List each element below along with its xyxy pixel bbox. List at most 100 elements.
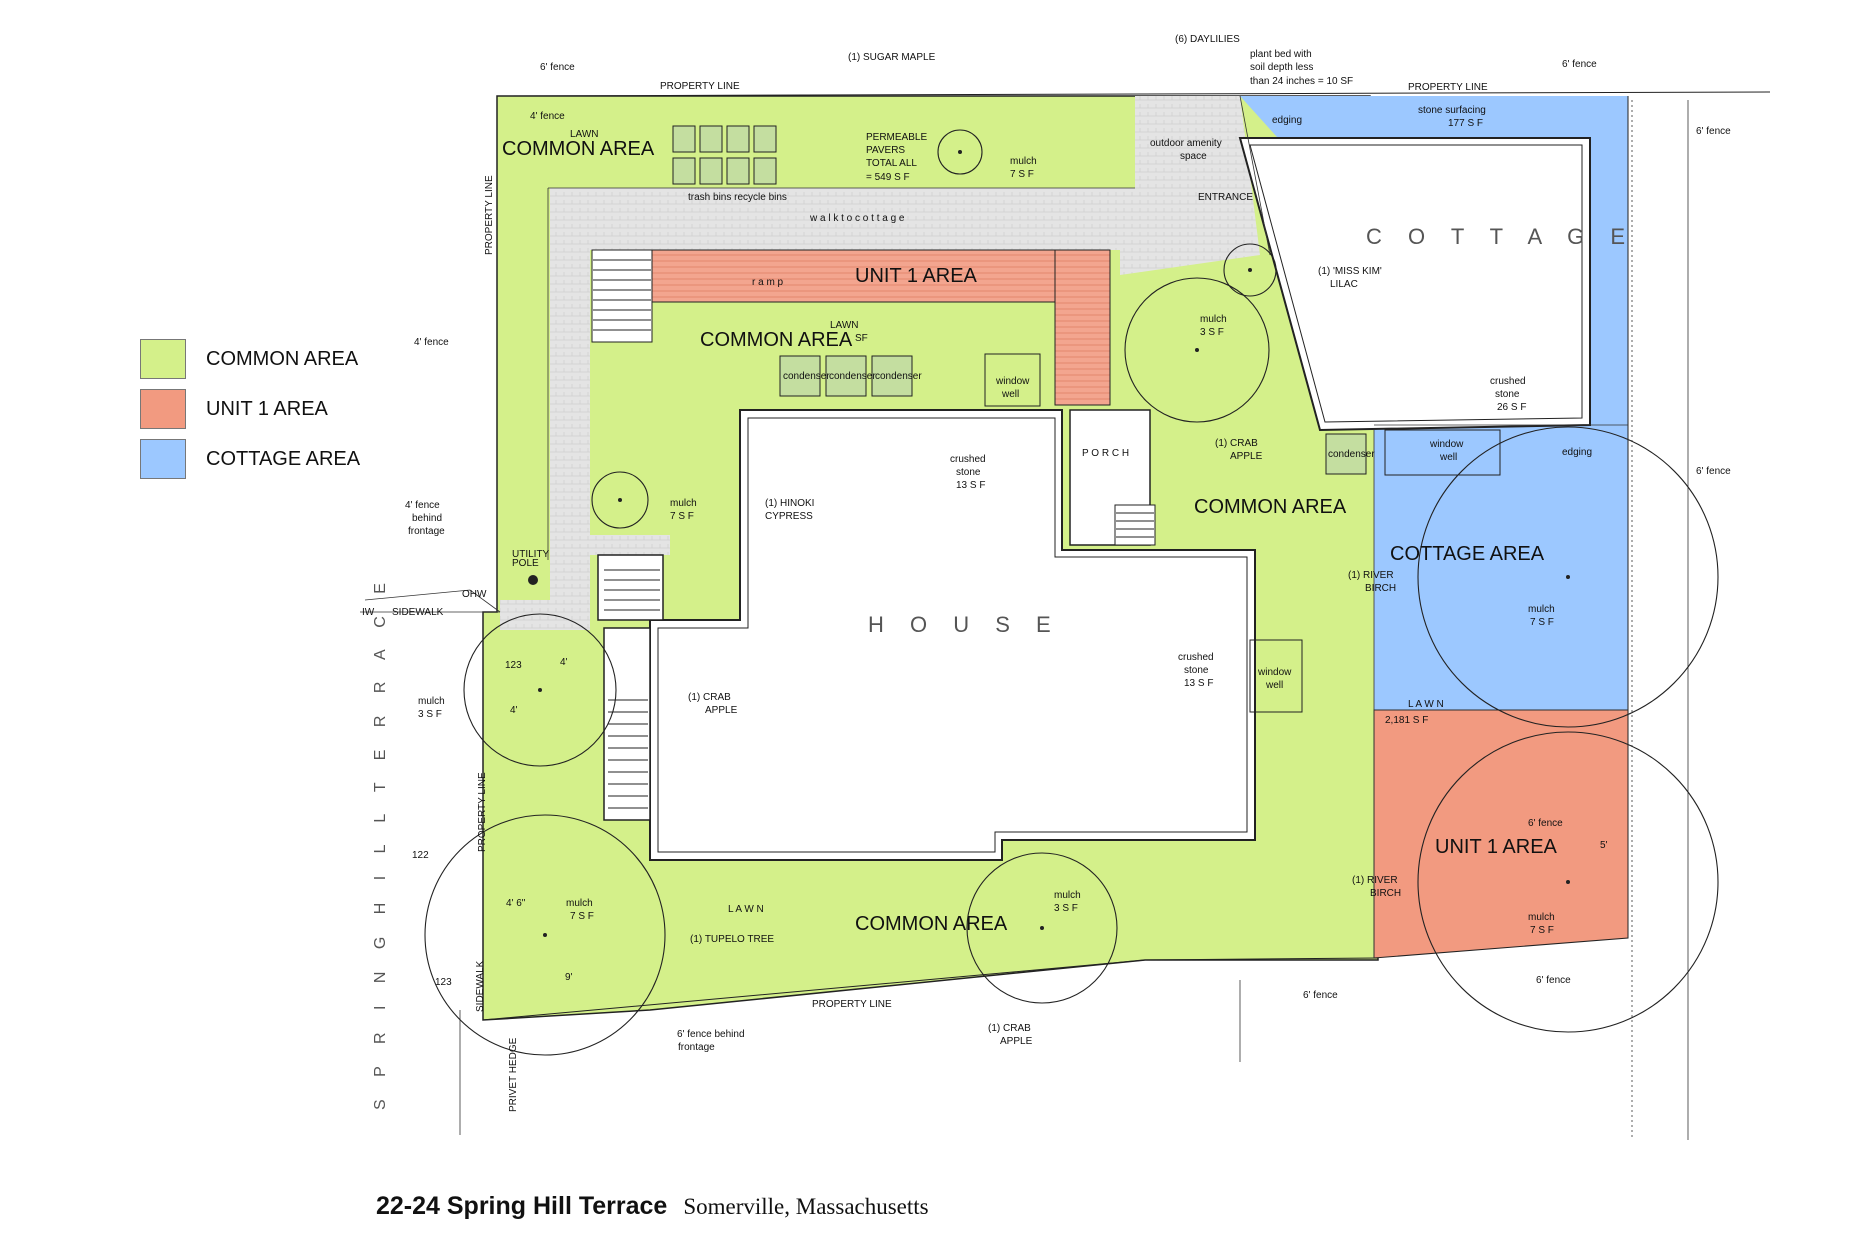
note-hinoki-1: (1) HINOKI [765, 498, 814, 509]
note-dim-5: 5' [1600, 840, 1608, 851]
note-fence6-e2: 6' fence [1696, 466, 1731, 477]
note-condenser-1: condenser [783, 371, 830, 382]
note-porch: P O R C H [1082, 448, 1129, 459]
legend: COMMON AREA UNIT 1 AREA COTTAGE AREA [140, 334, 360, 484]
note-mulch-se-sf: 7 S F [1530, 925, 1554, 936]
note-hinoki-2: CYPRESS [765, 511, 813, 522]
note-permeable-4: = 549 S F [866, 172, 910, 183]
note-mulch-crab: mulch [1200, 314, 1227, 325]
tree-river-birch-se [1417, 731, 1719, 1033]
porch-steps [1114, 504, 1156, 546]
note-iw: IW [362, 607, 375, 618]
legend-swatch-unit1 [140, 389, 186, 429]
note-plant-bed-3: than 24 inches = 10 SF [1250, 76, 1353, 87]
note-window-well-2: well [1001, 389, 1019, 400]
note-entrance: ENTRANCE [1198, 192, 1253, 203]
walk-strip [550, 188, 590, 618]
note-fence4-frontage-1: 4' fence [405, 500, 440, 511]
note-dim-4b: 4' [560, 657, 568, 668]
note-fence6-east: 6' fence [1696, 126, 1731, 137]
note-condenser-2: condenser [829, 371, 876, 382]
note-crushed-1: crushed [1490, 376, 1526, 387]
note-fence6-se-inner: 6' fence [1528, 818, 1563, 829]
note-ramp: r a m p [752, 277, 784, 288]
note-crushed-1b: stone [1495, 389, 1520, 400]
area-label-common-south: COMMON AREA [855, 913, 1008, 935]
note-condenser-4: condenser [1328, 449, 1375, 460]
note-crushed-2: crushed [950, 454, 986, 465]
note-river-birch-2: BIRCH [1365, 583, 1396, 594]
legend-swatch-cottage [140, 439, 186, 479]
street-name: S P R I N G H I L L T E R R A C E [372, 574, 389, 1110]
note-crab-ne-2: APPLE [1230, 451, 1263, 462]
note-lilac-2: LILAC [1330, 279, 1358, 290]
area-label-common-nw: COMMON AREA [502, 138, 655, 160]
note-crab-s-2: APPLE [1000, 1036, 1033, 1047]
note-crab-w-1: (1) CRAB [688, 692, 731, 703]
area-label-unit1-se: UNIT 1 AREA [1435, 836, 1558, 858]
note-sidewalk-left: SIDEWALK [475, 960, 486, 1012]
note-mulch-s-sf: 3 S F [1054, 903, 1078, 914]
note-plant-bed-1: plant bed with [1250, 49, 1312, 60]
note-outdoor-2: space [1180, 151, 1207, 162]
note-fence4-frontage-2: behind [412, 513, 442, 524]
note-lawn-center: LAWN [830, 320, 859, 331]
legend-item-cottage: COTTAGE AREA [140, 434, 360, 484]
legend-label-cottage: COTTAGE AREA [206, 447, 361, 470]
note-property-line-n: PROPERTY LINE [660, 81, 740, 92]
note-daylilies: (6) DAYLILIES [1175, 34, 1240, 45]
note-fence4-w: 4' fence [414, 337, 449, 348]
note-tupelo: (1) TUPELO TREE [690, 934, 774, 945]
note-window-well-4: window [1257, 667, 1292, 678]
house-outline [649, 409, 1256, 861]
cottage-area-fill-2 [1374, 425, 1628, 710]
note-lilac-1: (1) 'MISS KIM' [1318, 266, 1382, 277]
note-fence4-top: 4' fence [530, 111, 565, 122]
note-fence6-se: 6' fence [1536, 975, 1571, 986]
note-dim-4: 4' [510, 705, 518, 716]
note-window-well-3: window [1429, 439, 1464, 450]
note-river-birch-se-1: (1) RIVER [1352, 875, 1398, 886]
trees [424, 129, 1719, 1056]
note-mulch-sw-sf: 3 S F [418, 709, 442, 720]
caption-subtitle: Somerville, Massachusetts [683, 1194, 929, 1219]
note-ohw: OHW [462, 589, 487, 600]
note-property-line-sw: PROPERTY LINE [477, 772, 488, 852]
buildings [597, 137, 1591, 861]
note-stone-2: 177 S F [1448, 118, 1483, 129]
note-window-well: window [995, 376, 1030, 387]
walkway-paving [500, 96, 1260, 555]
note-crab-s-1: (1) CRAB [988, 1023, 1031, 1034]
tree-lilac [1223, 243, 1277, 297]
caption-title: 22-24 Spring Hill Terrace [376, 1192, 668, 1220]
note-dim-6: 4' 6" [506, 898, 526, 909]
note-walk: w a l k t o c o t t a g e [809, 213, 905, 224]
cottage-inner [1249, 144, 1583, 423]
walk-corner [500, 600, 590, 630]
note-condenser-3: condenser [875, 371, 922, 382]
area-label-common-center: COMMON AREA [700, 329, 853, 351]
note-permeable-3: TOTAL ALL [866, 158, 917, 169]
tree-crab-ne [1124, 277, 1270, 423]
note-edging-n: edging [1272, 115, 1302, 126]
tree-sugar-maple [937, 129, 983, 175]
note-river-birch-se-2: BIRCH [1370, 888, 1401, 899]
note-mulch-tupelo: mulch [566, 898, 593, 909]
legend-swatch-common [140, 339, 186, 379]
note-mulch-maple: mulch [1010, 156, 1037, 167]
note-crab-ne-1: (1) CRAB [1215, 438, 1258, 449]
note-sugar-maple: (1) SUGAR MAPLE [848, 52, 936, 63]
note-mulch-hinoki-sf: 7 S F [670, 511, 694, 522]
fixtures [672, 125, 1501, 713]
note-permeable-1: PERMEABLE [866, 132, 927, 143]
note-crushed-2c: 13 S F [956, 480, 985, 491]
note-plant-bed-2: soil depth less [1250, 62, 1313, 73]
note-edging-e: edging [1562, 447, 1592, 458]
note-crushed-1c: 26 S F [1497, 402, 1526, 413]
note-permeable-2: PAVERS [866, 145, 905, 156]
note-utility-2: POLE [512, 558, 539, 569]
note-dim-9: 9' [565, 972, 573, 983]
note-fence6-s: 6' fence [1303, 990, 1338, 1001]
stair-treads [593, 259, 1154, 809]
